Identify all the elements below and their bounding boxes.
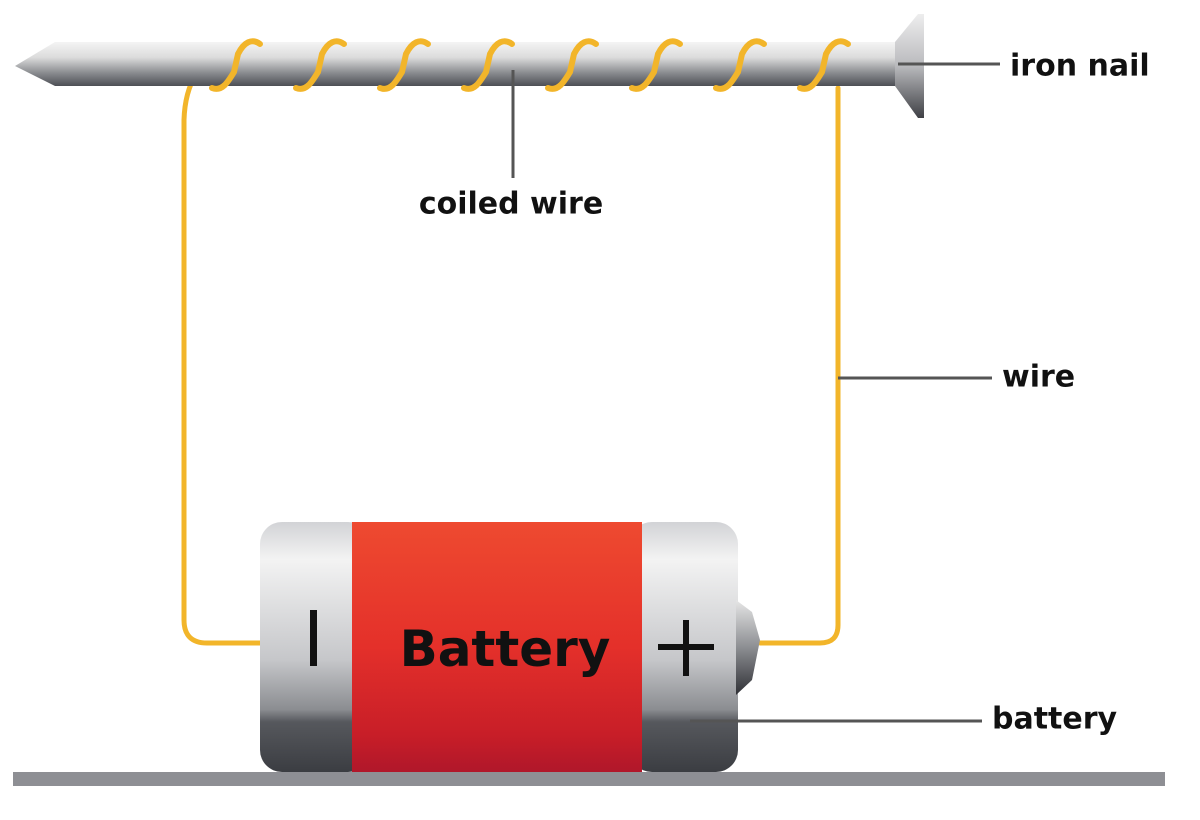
battery-positive-nub xyxy=(736,600,760,695)
wire-right xyxy=(757,85,841,646)
coil-turn xyxy=(545,38,599,92)
nail-head xyxy=(895,14,924,118)
coil-turn xyxy=(629,38,683,92)
battery-body-text: Battery xyxy=(400,620,611,678)
coil-turn xyxy=(209,38,263,92)
label-coiled-wire: coiled wire xyxy=(419,187,603,222)
label-iron-nail: iron nail xyxy=(1010,49,1150,84)
coil-turn xyxy=(797,38,851,92)
label-battery: battery xyxy=(992,702,1118,737)
coil-turn xyxy=(293,38,347,92)
ground-surface xyxy=(13,772,1165,786)
coil-turn xyxy=(461,38,515,92)
label-wire: wire xyxy=(1002,360,1075,395)
battery-body xyxy=(352,522,642,772)
coil-turn xyxy=(713,38,767,92)
positive-terminal-symbol xyxy=(658,620,714,676)
coil-turn xyxy=(377,38,431,92)
nail-shaft xyxy=(15,42,900,86)
battery-cell: Battery xyxy=(260,522,760,772)
iron-nail xyxy=(15,14,924,118)
wire-left xyxy=(181,43,265,646)
negative-terminal-symbol xyxy=(310,610,317,666)
coiled-wire-turns xyxy=(209,38,851,92)
